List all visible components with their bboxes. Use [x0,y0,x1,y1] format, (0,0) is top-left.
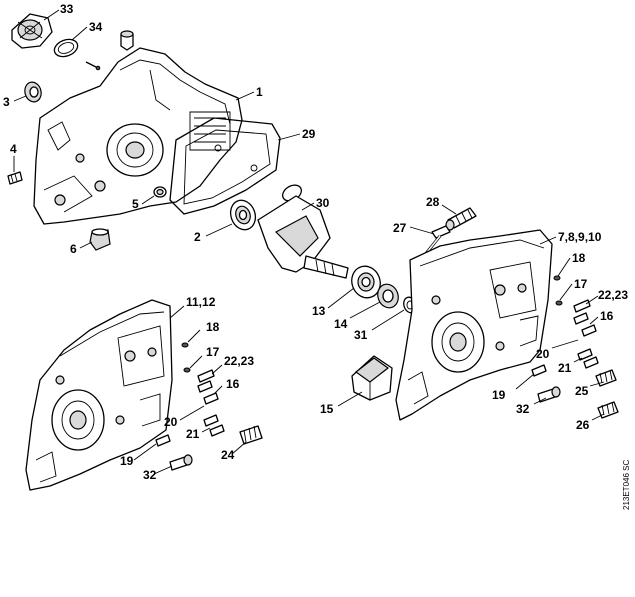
callout-4: 4 [10,142,17,156]
callout-15: 15 [320,402,334,416]
part-14-seal [377,283,399,309]
drawing-code: 213ET046 SC [622,460,631,510]
callout-13: 13 [312,304,326,318]
callout-3: 3 [3,95,10,109]
callout-34: 34 [89,20,103,34]
callout-19-right: 19 [492,388,506,402]
callout-26: 26 [576,418,590,432]
callout-17-right: 17 [574,277,588,291]
part-6-cap [89,228,111,251]
callout-6: 6 [70,242,77,256]
callout-32-left: 32 [143,468,157,482]
callout-21-right: 21 [558,361,572,375]
callout-14: 14 [334,317,348,331]
part-15-buffer [351,355,393,401]
callout-2: 2 [194,230,201,244]
callout-30: 30 [316,196,330,210]
callout-16-left: 16 [226,377,240,391]
part-13-bearing [351,265,381,299]
callout-29: 29 [302,127,316,141]
part-5-sleeve [153,186,167,198]
callout-16-right: 16 [600,309,614,323]
callout-28: 28 [426,195,440,209]
part-2-bearing [229,199,257,231]
part-7-crankcase-half [395,229,553,421]
part-1-crankcase [33,47,243,225]
callout-20-left: 20 [164,415,178,429]
callout-24: 24 [221,448,235,462]
callout-19-left: 19 [120,454,134,468]
callout-33: 33 [60,2,74,16]
right-small-parts [531,275,619,419]
left-small-parts [155,342,263,471]
callout-25: 25 [575,384,589,398]
part-28-fitting [445,207,477,231]
part-29-gasket [169,117,281,215]
callout-22-23-left: 22,23 [224,354,254,368]
callout-11-12: 11,12 [186,295,216,309]
callout-1: 1 [256,85,263,99]
callout-5: 5 [132,197,139,211]
callout-22-23-right: 22,23 [598,288,628,302]
callout-20-right: 20 [536,347,550,361]
callout-18-left: 18 [206,320,220,334]
callout-31: 31 [354,328,368,342]
leader-lines [13,9,605,475]
callout-labels: 33 34 3 1 29 4 5 30 2 6 28 27 7,8,9,10 1… [3,2,628,482]
callout-7-8-9-10: 7,8,9,10 [558,230,602,244]
callout-18-right: 18 [572,251,586,265]
part-33-housing [11,13,53,49]
callout-32-right: 32 [516,402,530,416]
callout-17-left: 17 [206,345,220,359]
part-3-seal [24,81,42,103]
callout-21-left: 21 [186,427,200,441]
part-34-o-ring [53,38,101,71]
part-11-crankcase-half [25,299,173,491]
part-30-crankshaft [257,184,349,279]
plug-top [120,30,134,51]
part-4-stud [7,171,23,185]
callout-27: 27 [393,221,407,235]
